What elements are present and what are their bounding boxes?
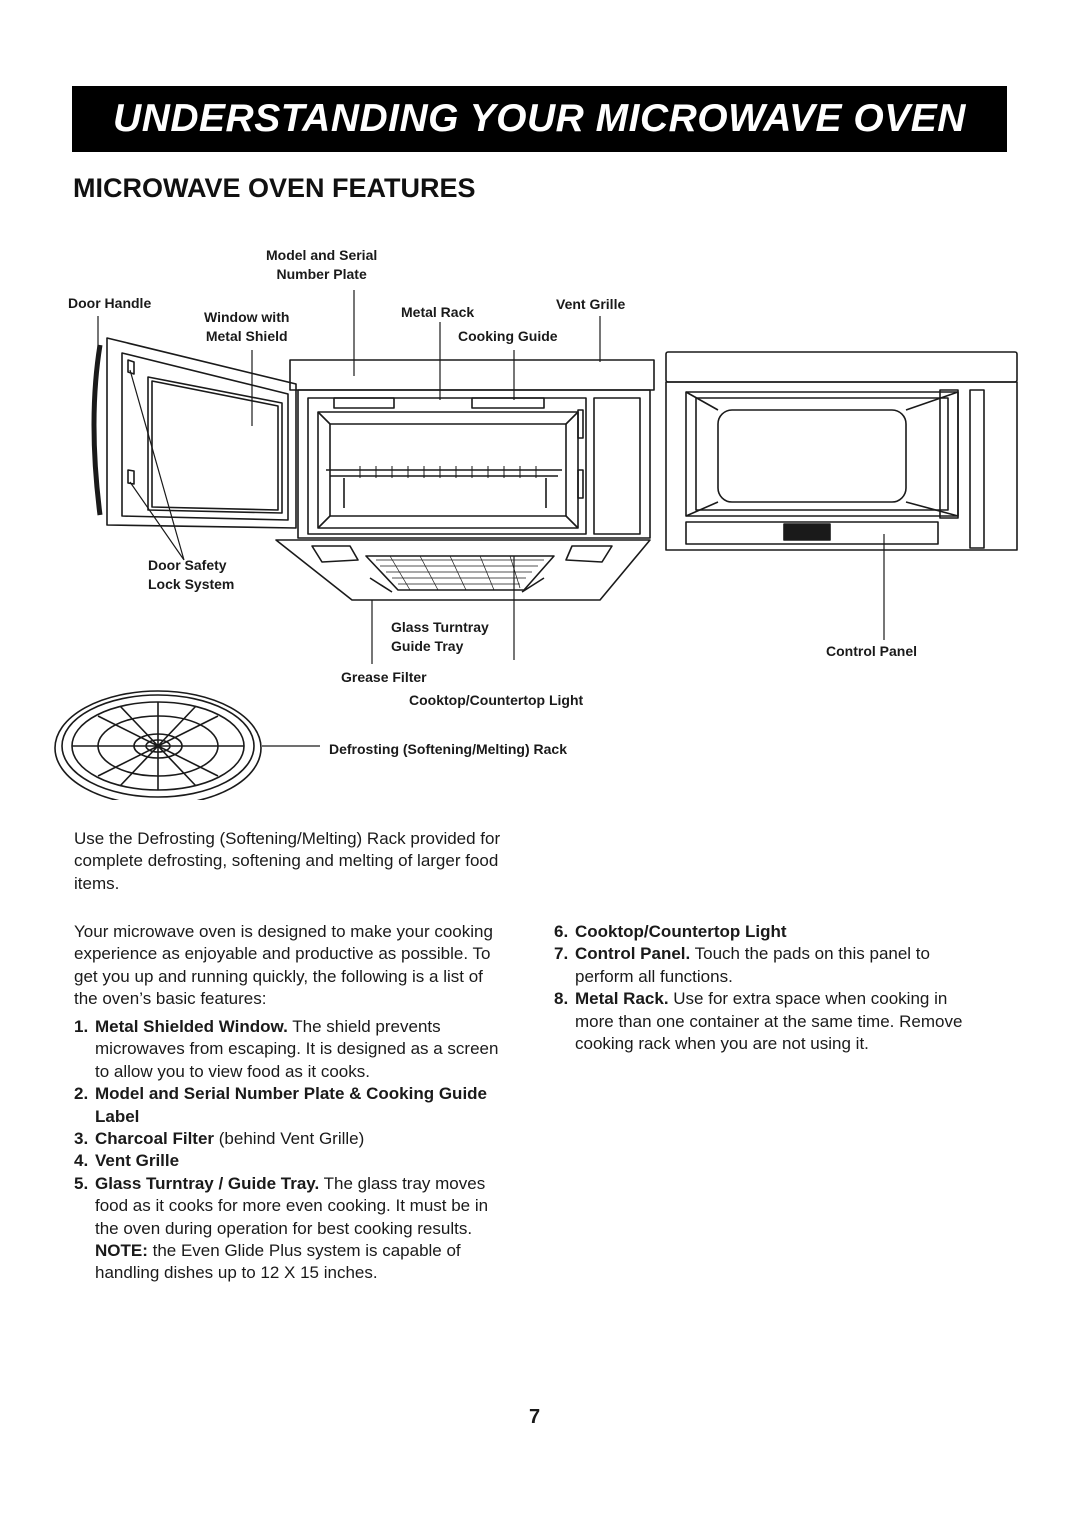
item-number: 3. [74,1129,89,1149]
page-number: 7 [529,1406,541,1428]
defrost-rack-drawing [54,690,262,800]
label-control-panel: Control Panel [826,643,918,659]
item-title: Metal Shielded Window. [95,1017,288,1036]
list-item: 1. Metal Shielded Window. The shield prev… [74,1016,504,1083]
item-number: 8. [554,989,569,1009]
features-list-left: 1. Metal Shielded Window. The shield prev… [74,1016,504,1285]
features-intro-paragraph: Your microwave oven is designed to make … [74,922,493,1009]
item-number: 1. [74,1017,89,1036]
label-model-serial: Model and Serial Number Plate [266,246,377,284]
note-text: the Even Glide Plus system is capable of… [95,1241,461,1283]
label-door-safety-line1: Door Safety [148,557,227,573]
features-list-right: 6. Cooktop/Countertop Light 7. Control Pan… [554,921,974,1055]
label-model-serial-line2: Number Plate [276,266,367,282]
item-number: 2. [74,1084,89,1104]
item-number: 7. [554,944,569,964]
list-item: 5. Glass Turntray / Guide Tray. The glass… [74,1173,504,1285]
item-title: Metal Rack. [575,989,669,1009]
item-title: Glass Turntray / Guide Tray. [95,1173,320,1193]
label-model-serial-line1: Model and Serial [266,247,378,263]
item-title: Vent Grille [95,1151,180,1171]
item-text: (behind Vent Grille) [214,1129,365,1149]
item-number: 4. [74,1151,89,1171]
banner-title: UNDERSTANDING YOUR MICROWAVE OVEN [113,97,966,140]
list-item: 6. Cooktop/Countertop Light [554,921,974,943]
item-text: Use for extra space when cooking in more… [575,989,963,1054]
item-title: Model and Serial Number Plate & Cooking … [95,1084,488,1126]
label-door-safety: Door Safety Lock System [148,556,234,594]
list-item: 7. Control Panel. Touch the pads on this … [554,943,974,988]
item-text: The glass tray moves food as it cooks fo… [95,1173,489,1238]
label-window-line1: Window with [204,309,290,325]
note-label: NOTE: [95,1241,148,1261]
item-title: Control Panel. [575,944,691,964]
closed-oven-drawing [665,351,1018,551]
label-glass-turntray-line1: Glass Turntray [391,619,489,635]
list-item: 8. Metal Rack. Use for extra space when c… [554,988,974,1055]
item-text: The shield prevents microwaves from esca… [95,1017,499,1081]
label-glass-turntray: Glass Turntray Guide Tray [391,618,489,656]
label-cooktop-light: Cooktop/Countertop Light [409,692,584,708]
open-door-drawing [91,337,297,529]
microwave-diagram [54,290,1018,800]
label-door-safety-line2: Lock System [148,576,235,592]
list-item: 3. Charcoal Filter (behind Vent Grille) [74,1128,504,1150]
item-number: 6. [554,922,569,941]
list-item: 4. Vent Grille [74,1150,504,1172]
label-door-handle: Door Handle [68,295,152,311]
label-glass-turntray-line2: Guide Tray [391,638,464,654]
label-window-line2: Metal Shield [205,328,288,344]
label-vent-grille: Vent Grille [556,296,626,312]
item-title: Cooktop/Countertop Light [575,922,787,941]
item-number: 5. [74,1173,89,1193]
item-title: Charcoal Filter [95,1129,215,1149]
label-metal-rack: Metal Rack [401,304,475,320]
page-banner: UNDERSTANDING YOUR MICROWAVE OVEN [72,86,1007,152]
item-text: Touch the pads on this panel to perform … [575,944,930,986]
label-window-metal-shield: Window with Metal Shield [204,308,289,346]
list-item: 2. Model and Serial Number Plate & Cookin… [74,1083,504,1128]
oven-body-drawing [275,359,655,601]
section-title: MICROWAVE OVEN FEATURES [73,173,476,203]
label-grease-filter: Grease Filter [341,669,427,685]
label-cooking-guide: Cooking Guide [458,328,558,344]
label-defrost-rack: Defrosting (Softening/Melting) Rack [329,741,567,757]
rack-note-paragraph: Use the Defrosting (Softening/Melting) R… [74,829,501,893]
